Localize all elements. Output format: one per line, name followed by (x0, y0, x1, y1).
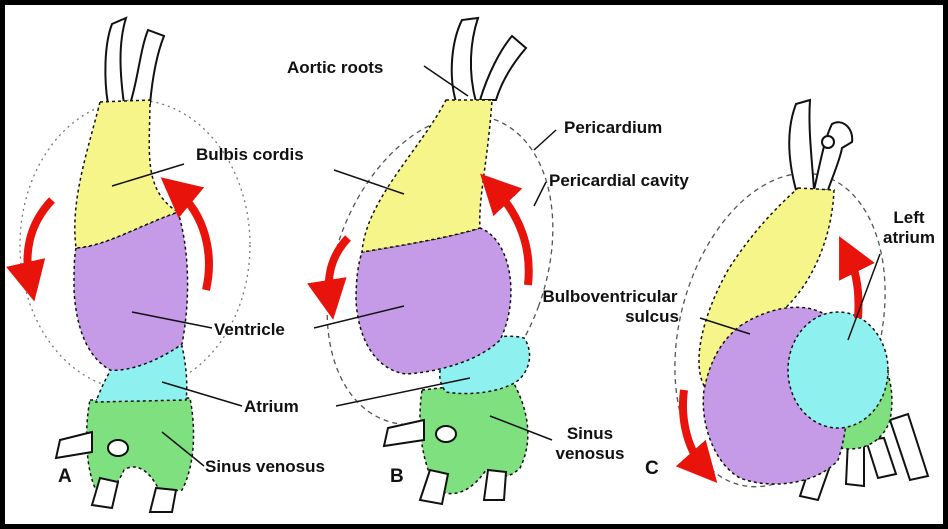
aortic-vessel-c (789, 100, 814, 190)
aortic-vessel-a-2 (130, 30, 164, 104)
heart-a (20, 18, 250, 512)
bulbis-cordis-b (362, 100, 492, 252)
aortic-vessel-a (105, 18, 126, 104)
heart-b (287, 18, 594, 504)
label-bulboventricular-line1: Bulboventricular (512, 287, 708, 307)
panel-letter-a: A (58, 466, 72, 488)
vein-a-3 (150, 488, 176, 512)
label-bulboventricular-line2: sulcus (512, 307, 708, 327)
label-aortic-roots: Aortic roots (287, 58, 383, 78)
aortic-vessel-b-2 (480, 36, 526, 100)
panel-letter-c: C (645, 458, 659, 480)
red-arrow-b-left (329, 238, 348, 300)
label-bulboventricular-sulcus: Bulboventricular sulcus (512, 287, 708, 327)
label-ventricle: Ventricle (214, 320, 285, 340)
vein-b-2 (420, 470, 448, 504)
label-sinus-line1: Sinus (552, 424, 628, 444)
label-pericardial-cavity: Pericardial cavity (549, 171, 689, 191)
vein-a-1 (56, 432, 92, 458)
red-arrow-c-left (683, 390, 704, 468)
red-arrow-a-left (28, 200, 52, 282)
vein-b-3 (484, 470, 506, 500)
label-pericardium: Pericardium (564, 118, 662, 138)
leader-pericardial-cavity (534, 182, 546, 206)
label-atrium: Atrium (244, 397, 299, 417)
label-sinus-line2: venosus (552, 444, 628, 464)
panel-letter-b: B (390, 466, 404, 488)
label-left-atrium-line1: Left (876, 208, 942, 228)
label-left-atrium: Left atrium (876, 208, 942, 248)
aortic-vessel-b (452, 18, 478, 102)
label-bulbis-cordis: Bulbis cordis (196, 145, 304, 165)
label-sinus-venosus-b: Sinus venosus (552, 424, 628, 464)
left-atrium-c (788, 312, 888, 428)
label-sinus-venosus-a: Sinus venosus (205, 457, 325, 477)
label-left-atrium-line2: atrium (876, 228, 942, 248)
vein-b-1 (384, 420, 424, 446)
red-arrow-c-right (848, 254, 859, 318)
leader-pericardium (534, 130, 556, 150)
